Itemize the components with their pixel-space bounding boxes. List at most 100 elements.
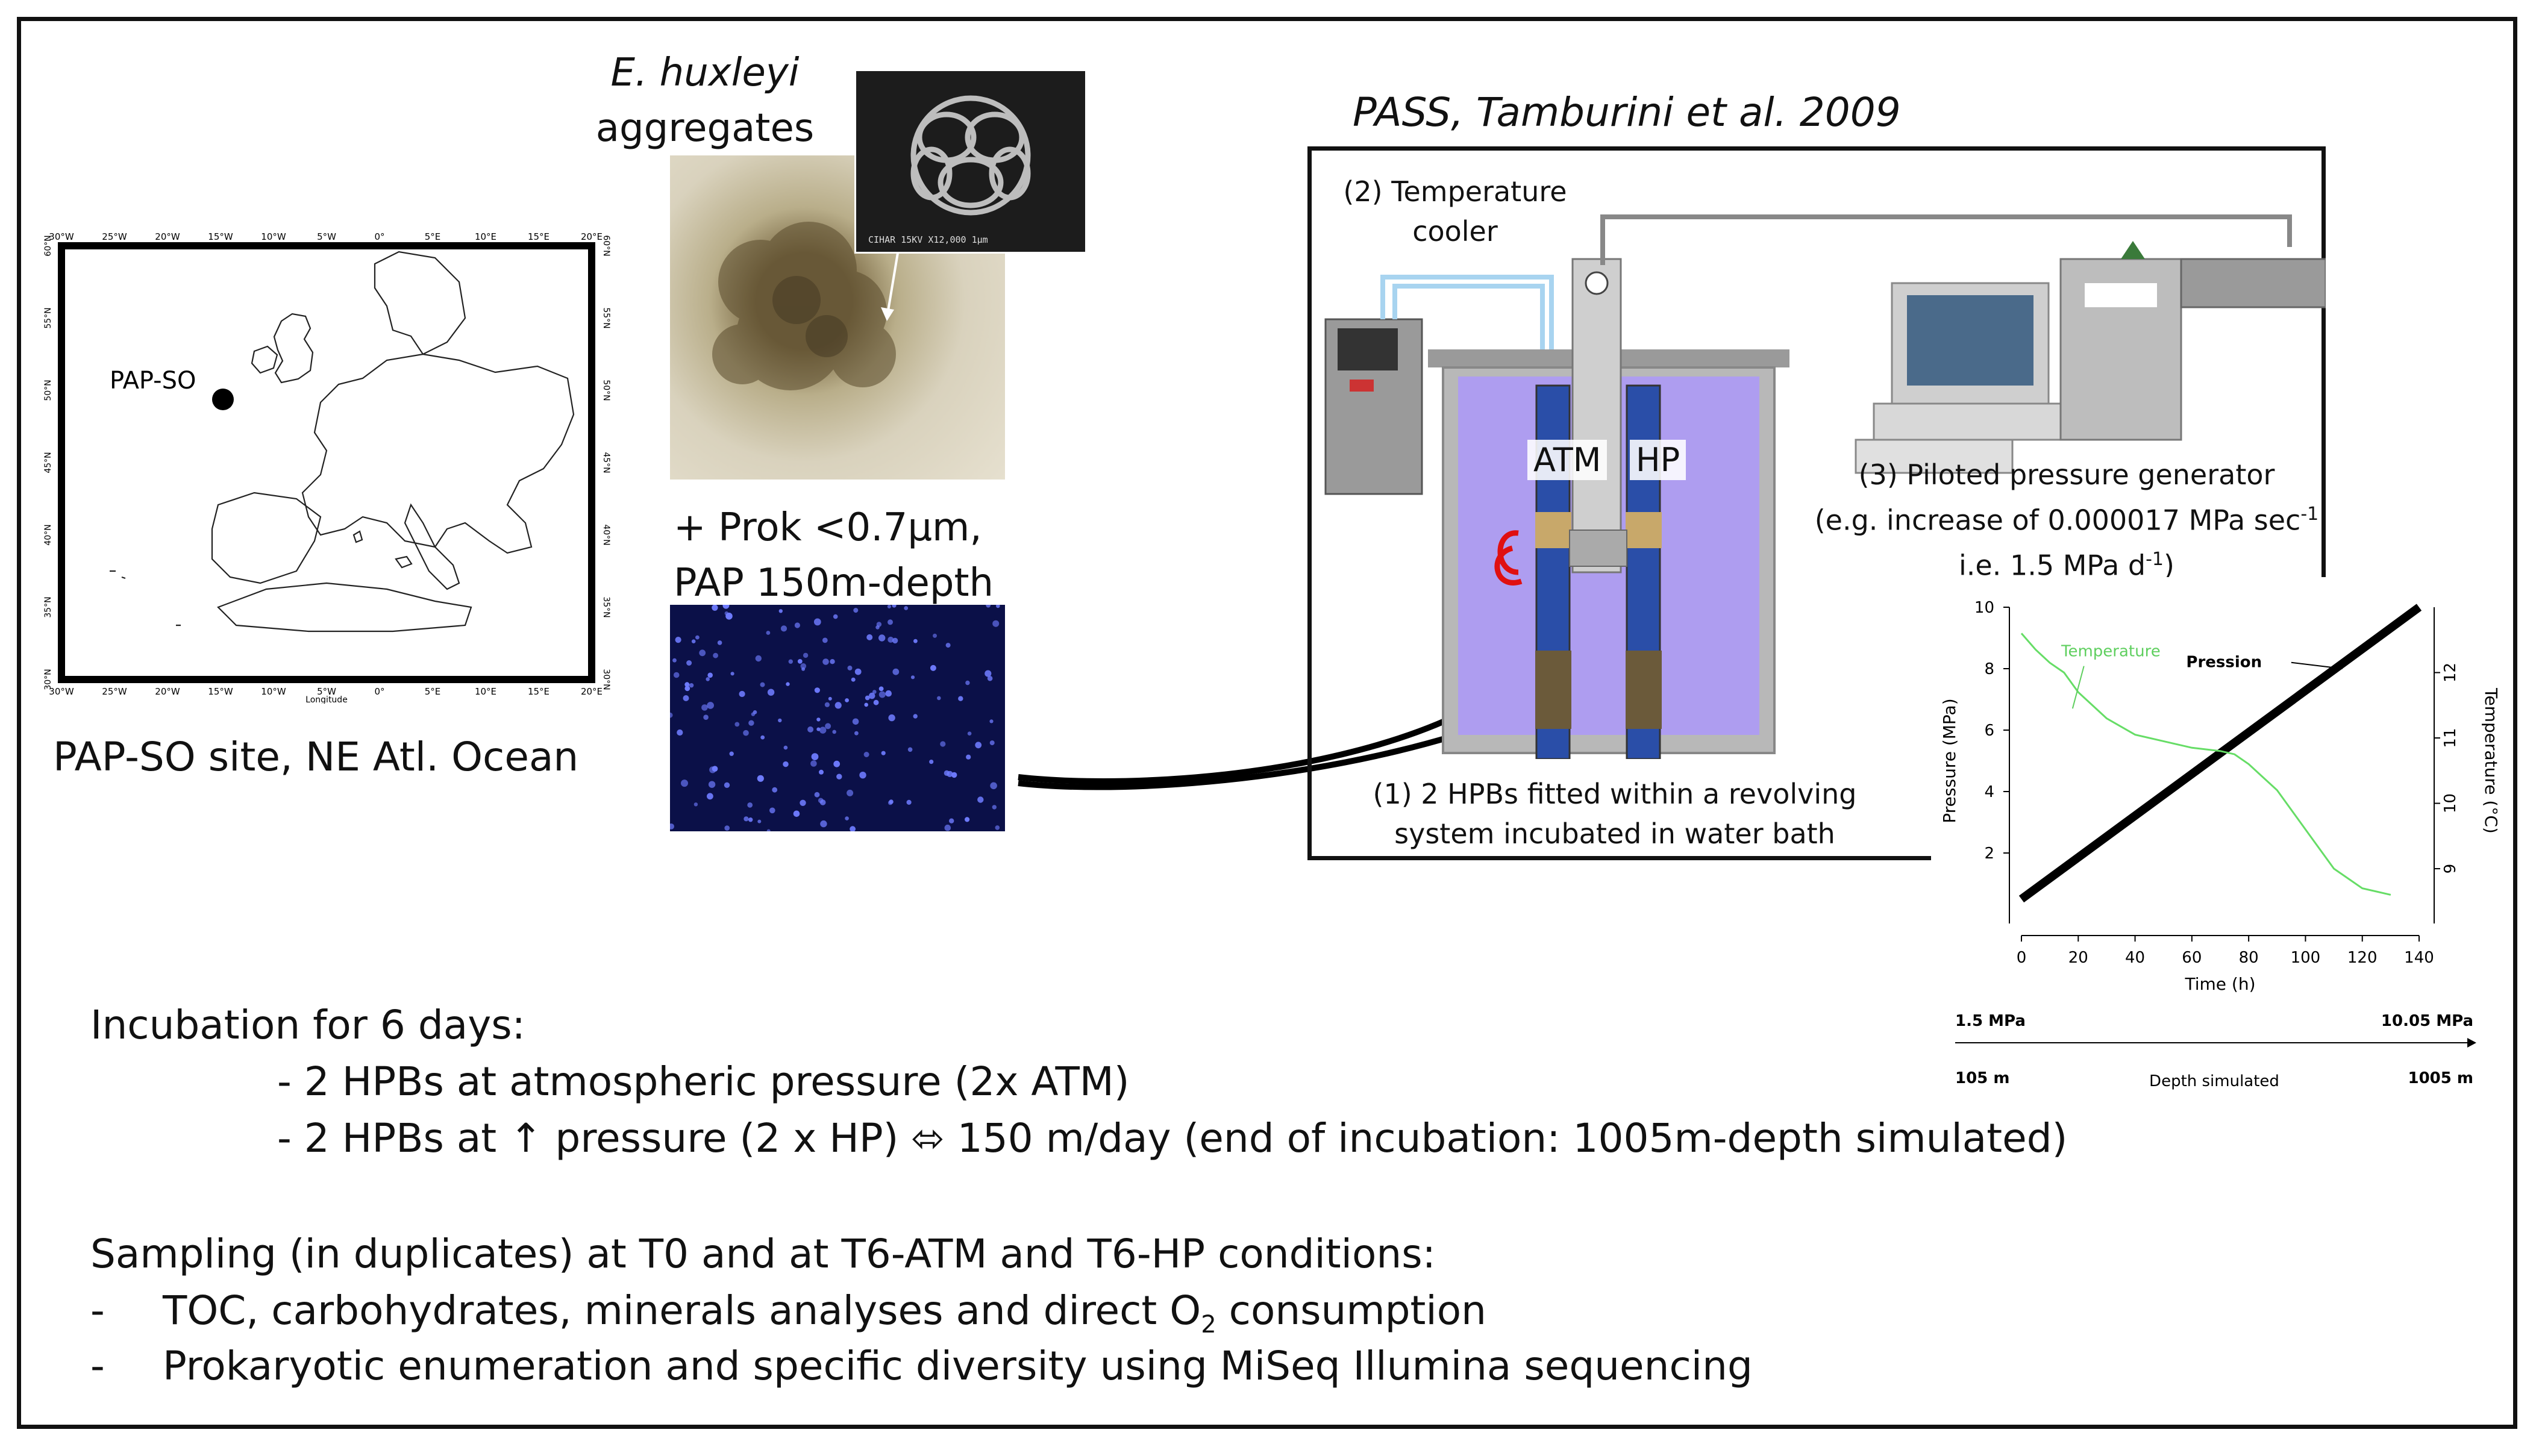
y2-tick-label: 10 (2441, 793, 2459, 813)
map-lon-tick: 20°W (155, 231, 180, 242)
hp-label: HP (1630, 440, 1686, 480)
dapi-cell (995, 825, 1000, 830)
map-lat-tick: 30°N (601, 669, 611, 690)
dapi-cell (755, 655, 762, 662)
x-tick-label: 0 (2017, 949, 2027, 967)
y-tick-label: 8 (1984, 660, 1994, 678)
dapi-cell (892, 668, 900, 675)
dapi-cell (989, 719, 994, 723)
pressure-start-label: 1.5 MPa (1955, 1012, 2026, 1030)
dapi-cell (992, 620, 1000, 627)
dapi-cell (910, 675, 915, 680)
dapi-cell (816, 717, 821, 722)
sem-caption: CIHAR 15KV X12,000 1µm (868, 234, 988, 245)
map-lon-tick: 15°W (208, 231, 233, 242)
dapi-cell (872, 690, 877, 694)
pap-so-site-marker (212, 389, 234, 410)
dapi-cell (717, 640, 722, 645)
map-caption: PAP-SO site, NE Atl. Ocean (53, 734, 579, 780)
hpb-caption: (1) 2 HPBs fitted within a revolving sys… (1344, 774, 1886, 854)
pressure-generator-computer (1855, 241, 2326, 474)
dapi-cell (885, 690, 892, 697)
dapi-cell (689, 683, 694, 688)
dapi-cell (729, 751, 734, 756)
dapi-cell (833, 760, 841, 767)
dapi-cell (851, 677, 856, 682)
generator-line3-sup: -1 (2146, 549, 2164, 570)
dapi-cell (800, 799, 806, 806)
dapi-cell (906, 799, 912, 805)
dapi-cell (913, 714, 918, 719)
dapi-cell (989, 740, 995, 746)
temperature-annotation-arrow (2071, 666, 2085, 709)
hp-condition-start: - 2 HPBs at (277, 1115, 510, 1161)
x-tick-label: 140 (2404, 949, 2434, 967)
dapi-cell (987, 675, 993, 681)
dapi-cell (822, 637, 828, 643)
y-tick-label: 10 (1974, 599, 1994, 617)
dapi-cell (819, 769, 824, 775)
dapi-cell (958, 696, 963, 701)
generator-line3: i.e. 1.5 MPa d-1) (1795, 540, 2338, 585)
equivalence-arrow-icon: ⬄ (911, 1115, 945, 1161)
cooler-label-line1: (2) Temperature (1343, 175, 1567, 208)
series-line-pression (2018, 604, 2422, 903)
dapi-cell (807, 726, 814, 733)
y2-axis-label: Temperature (°C) (2481, 687, 2497, 834)
depth-start-label: 105 m (1955, 1069, 2009, 1087)
dapi-cell (760, 735, 765, 740)
y2-tick-label: 12 (2441, 663, 2459, 683)
bullet-1-sub: 2 (1201, 1311, 1216, 1339)
hp-condition-end: 150 m/day (end of incubation: 1005m-dept… (944, 1115, 2068, 1161)
dapi-cell (888, 800, 893, 805)
map-lat-tick: 55°N (601, 307, 611, 328)
map-lat-tick: 35°N (601, 596, 611, 617)
cooler-label: (2) Temperature cooler (1335, 172, 1576, 251)
dapi-cell (836, 773, 842, 780)
dapi-cell (794, 622, 800, 628)
dapi-cell (707, 793, 713, 800)
dapi-cell (691, 639, 696, 643)
dapi-cell (814, 687, 820, 693)
map-lon-tick: 15°E (528, 231, 549, 242)
pass-frame (1307, 146, 2326, 860)
dapi-cell (985, 670, 992, 677)
y-tick-label: 4 (1984, 783, 1994, 801)
dapi-cell (684, 682, 690, 687)
dapi-cell (668, 823, 674, 830)
dapi-cell (693, 802, 698, 807)
map-lon-tick: 0° (374, 686, 384, 697)
dapi-cell (708, 781, 716, 788)
pression-annotation-arrow (2291, 661, 2343, 669)
dapi-cell (965, 680, 970, 686)
prok-dapi-photo (667, 602, 1005, 833)
pass-title: PASS, Tamburini et al. 2009 (1353, 89, 1901, 136)
revolving-arrow (1494, 530, 1523, 586)
dapi-cell (865, 695, 870, 701)
dapi-cell (783, 745, 788, 750)
dapi-cell (863, 752, 869, 757)
dapi-cell (990, 782, 997, 790)
dapi-cell (940, 741, 946, 747)
dapi-cell (797, 659, 803, 664)
atm-label: ATM (1527, 440, 1608, 480)
dapi-cell (803, 652, 809, 658)
dapi-cell (852, 718, 859, 725)
map-lat-tick: 45°N (601, 452, 611, 473)
dapi-cell (724, 825, 730, 831)
dapi-cell (854, 731, 859, 736)
dapi-cell (788, 659, 793, 664)
map-lat-tick: 35°N (43, 596, 53, 617)
dapi-cell (772, 787, 778, 793)
dapi-cell (967, 731, 972, 736)
x-tick-label: 100 (2291, 949, 2321, 967)
bullet-1-dash: - (90, 1287, 105, 1334)
x-tick-label: 120 (2347, 949, 2378, 967)
depth-mid-label: Depth simulated (2149, 1072, 2279, 1090)
dapi-cell (757, 775, 764, 782)
dapi-cell (832, 730, 836, 734)
bullet-1-main: TOC, carbohydrates, minerals analyses an… (163, 1287, 1201, 1334)
dapi-cell (947, 770, 953, 777)
x-tick-label: 80 (2239, 949, 2259, 967)
dapi-cell (778, 718, 782, 723)
